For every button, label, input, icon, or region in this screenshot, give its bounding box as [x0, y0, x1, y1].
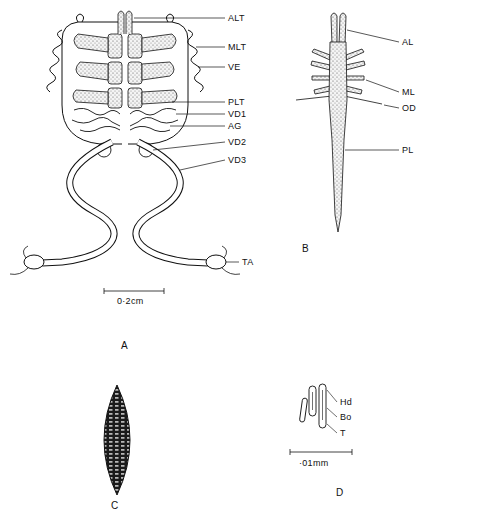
part-label: VD3: [228, 155, 246, 165]
scale-label: ·01mm: [299, 458, 329, 468]
part-label: OD: [402, 103, 416, 113]
part-label: VE: [228, 62, 241, 72]
part-label: AG: [228, 121, 242, 131]
figure-letter: A: [121, 340, 128, 351]
part-label: PL: [402, 145, 414, 155]
part-label: VD2: [228, 137, 246, 147]
part-label: ML: [402, 87, 415, 97]
part-label: TA: [242, 257, 253, 267]
part-label: T: [340, 428, 346, 438]
figure-letter: B: [302, 243, 309, 254]
part-label: MLT: [228, 42, 246, 52]
figure-letter: D: [336, 487, 344, 498]
part-label: VD1: [228, 109, 246, 119]
scale-label: 0·2cm: [117, 296, 144, 306]
part-label: ALT: [228, 13, 245, 23]
figure-letter: C: [111, 500, 119, 511]
part-label: AL: [402, 37, 414, 47]
part-label: Bo: [340, 412, 352, 422]
part-label: PLT: [228, 97, 245, 107]
part-label: Hd: [340, 397, 352, 407]
